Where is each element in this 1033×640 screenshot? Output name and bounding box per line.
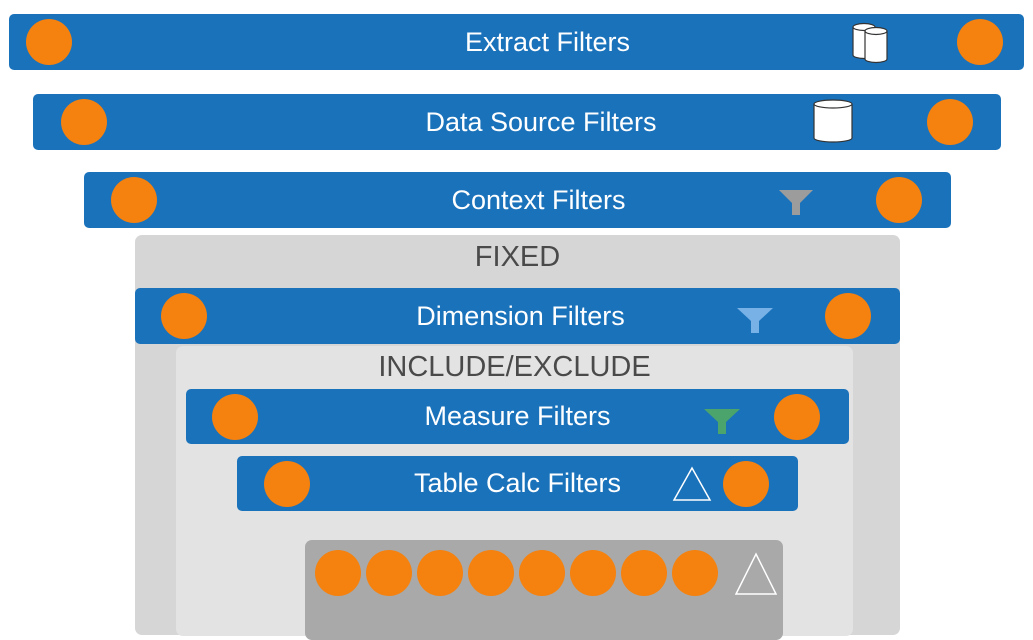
measure-filters-bar: Measure Filters [186, 389, 849, 444]
record-dot [161, 293, 207, 339]
context-filters-bar: Context Filters [84, 172, 951, 228]
result-dot [519, 550, 565, 596]
include-exclude-section-title: INCLUDE/EXCLUDE [378, 351, 651, 383]
triangle-icon [734, 552, 778, 595]
database-extract-icon [852, 22, 888, 64]
dimension-filters-label: Dimension Filters [416, 300, 625, 331]
extract-filters-label: Extract Filters [464, 26, 631, 57]
result-dot [417, 550, 463, 596]
record-dot [825, 293, 871, 339]
fixed-section-title: FIXED [474, 241, 561, 273]
record-dot [212, 394, 258, 440]
filter-funnel-icon [704, 409, 740, 434]
filter-funnel-icon [779, 190, 813, 215]
filter-funnel-icon [737, 308, 773, 333]
measure-filters-label: Measure Filters [424, 401, 611, 431]
data-source-filters-label: Data Source Filters [425, 106, 657, 137]
result-dot [366, 550, 412, 596]
result-dot [315, 550, 361, 596]
record-dot [61, 99, 107, 145]
result-dot [468, 550, 514, 596]
record-dot [876, 177, 922, 223]
record-dot [927, 99, 973, 145]
context-filters-label: Context Filters [451, 184, 626, 215]
database-icon [813, 99, 853, 143]
table-calc-filters-bar: Table Calc Filters [237, 456, 798, 511]
record-dot [26, 19, 72, 65]
record-dot [957, 19, 1003, 65]
table-calc-filters-label: Table Calc Filters [413, 468, 622, 498]
record-dot [723, 461, 769, 507]
data-source-filters-bar: Data Source Filters [33, 94, 1001, 150]
result-dot [621, 550, 667, 596]
extract-filters-bar: Extract Filters [9, 14, 1024, 70]
result-dot [672, 550, 718, 596]
dimension-filters-bar: Dimension Filters [135, 288, 900, 344]
record-dot [111, 177, 157, 223]
record-dot [774, 394, 820, 440]
record-dot [264, 461, 310, 507]
triangle-icon [672, 466, 712, 501]
result-dot [570, 550, 616, 596]
